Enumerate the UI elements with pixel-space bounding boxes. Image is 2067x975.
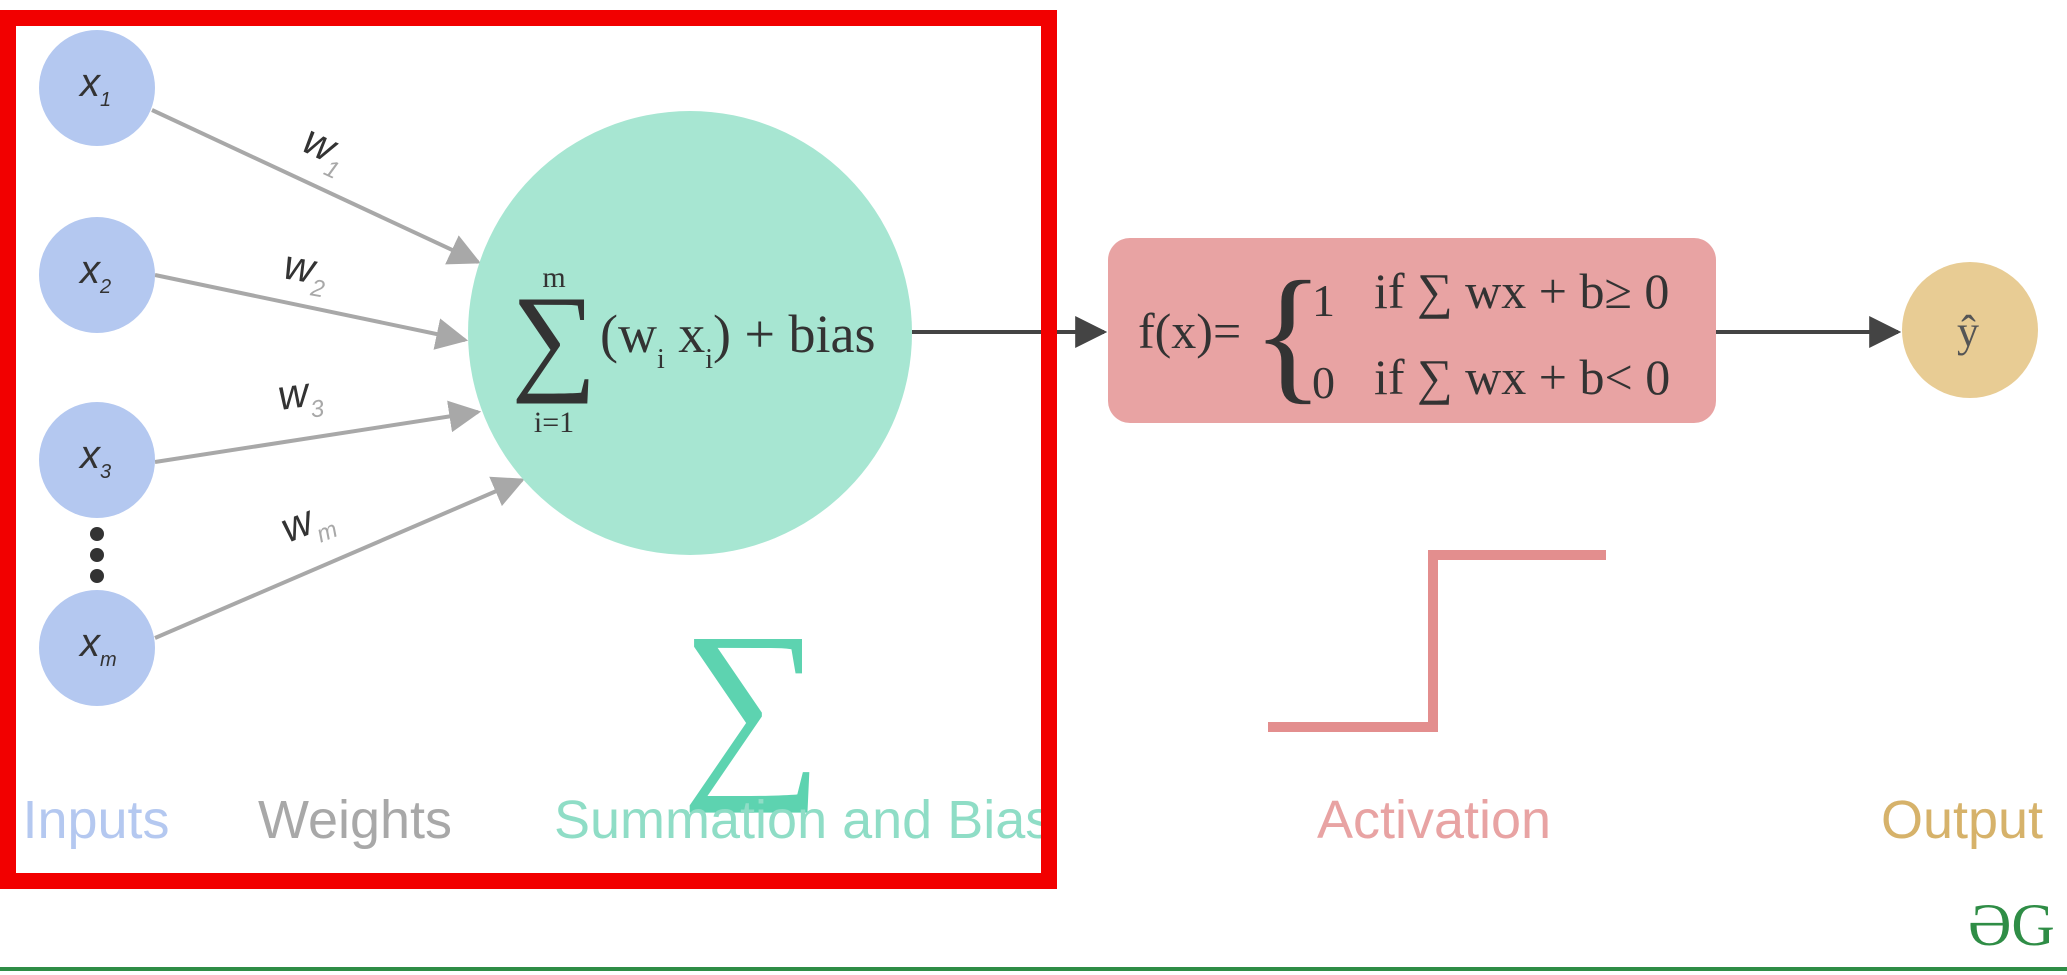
step-function-icon xyxy=(1268,550,1606,732)
weight-arrows xyxy=(151,108,525,640)
weight-labels: w1 w2 w3 wm xyxy=(274,116,355,560)
activation-case2-condition: if ∑ wx + b< 0 xyxy=(1374,349,1670,405)
input-node-3 xyxy=(39,402,155,518)
svg-text:x2: x2 xyxy=(78,248,111,298)
label-activation: Activation xyxy=(1317,790,1551,850)
summation-expression: (wi xi) + bias xyxy=(600,304,875,375)
svg-text:x1: x1 xyxy=(78,61,111,111)
weight-label-2: w2 xyxy=(279,241,332,304)
label-inputs: Inputs xyxy=(22,790,169,850)
label-summation: Summation and Bias xyxy=(554,790,1052,850)
svg-text:xm: xm xyxy=(78,621,117,671)
summation-upper-limit: m xyxy=(542,261,565,294)
section-labels: Inputs Weights Summation and Bias Activa… xyxy=(22,790,2043,850)
label-output: Output xyxy=(1881,790,2043,850)
input-node-1 xyxy=(39,30,155,146)
input-node-m xyxy=(39,590,155,706)
input-nodes: x1 x2 x3 xm xyxy=(39,30,155,706)
weight-label-3: w3 xyxy=(275,366,327,428)
input-node-2 xyxy=(39,217,155,333)
summation-symbol-icon: ∑ xyxy=(681,593,824,814)
activation-lhs: f(x)= xyxy=(1138,303,1241,359)
activation-brace: { xyxy=(1252,251,1324,417)
weight-label-1: w1 xyxy=(292,116,355,185)
svg-text:x3: x3 xyxy=(78,433,111,483)
activation-case1-condition: if ∑ wx + b≥ 0 xyxy=(1374,263,1669,319)
summation-circle xyxy=(468,111,912,555)
highlight-box xyxy=(0,10,1057,889)
weight-label-m: wm xyxy=(274,489,342,560)
ellipsis-dots xyxy=(90,527,104,583)
summation-lower-limit: i=1 xyxy=(534,406,574,439)
output-circle xyxy=(1902,262,2038,398)
activation-case2-value: 0 xyxy=(1312,357,1335,408)
weight-arrow-3 xyxy=(154,400,482,464)
activation-box: f(x)= { 1 if ∑ wx + b≥ 0 0 if ∑ wx + b< … xyxy=(1108,238,1716,423)
output-symbol: ŷ xyxy=(1957,307,1979,356)
summation-node: m ∑ i=1 (wi xi) + bias xyxy=(468,111,912,555)
brand-logo-icon: ƏG xyxy=(1968,892,2055,958)
activation-case1-value: 1 xyxy=(1312,275,1335,326)
weight-arrow-m xyxy=(154,476,525,640)
output-node: ŷ xyxy=(1902,262,2038,398)
label-weights: Weights xyxy=(258,790,452,850)
activation-rect xyxy=(1108,238,1716,423)
weight-arrow-2 xyxy=(154,273,469,350)
weight-arrow-1 xyxy=(151,108,481,265)
summation-sigma: ∑ xyxy=(511,271,597,404)
